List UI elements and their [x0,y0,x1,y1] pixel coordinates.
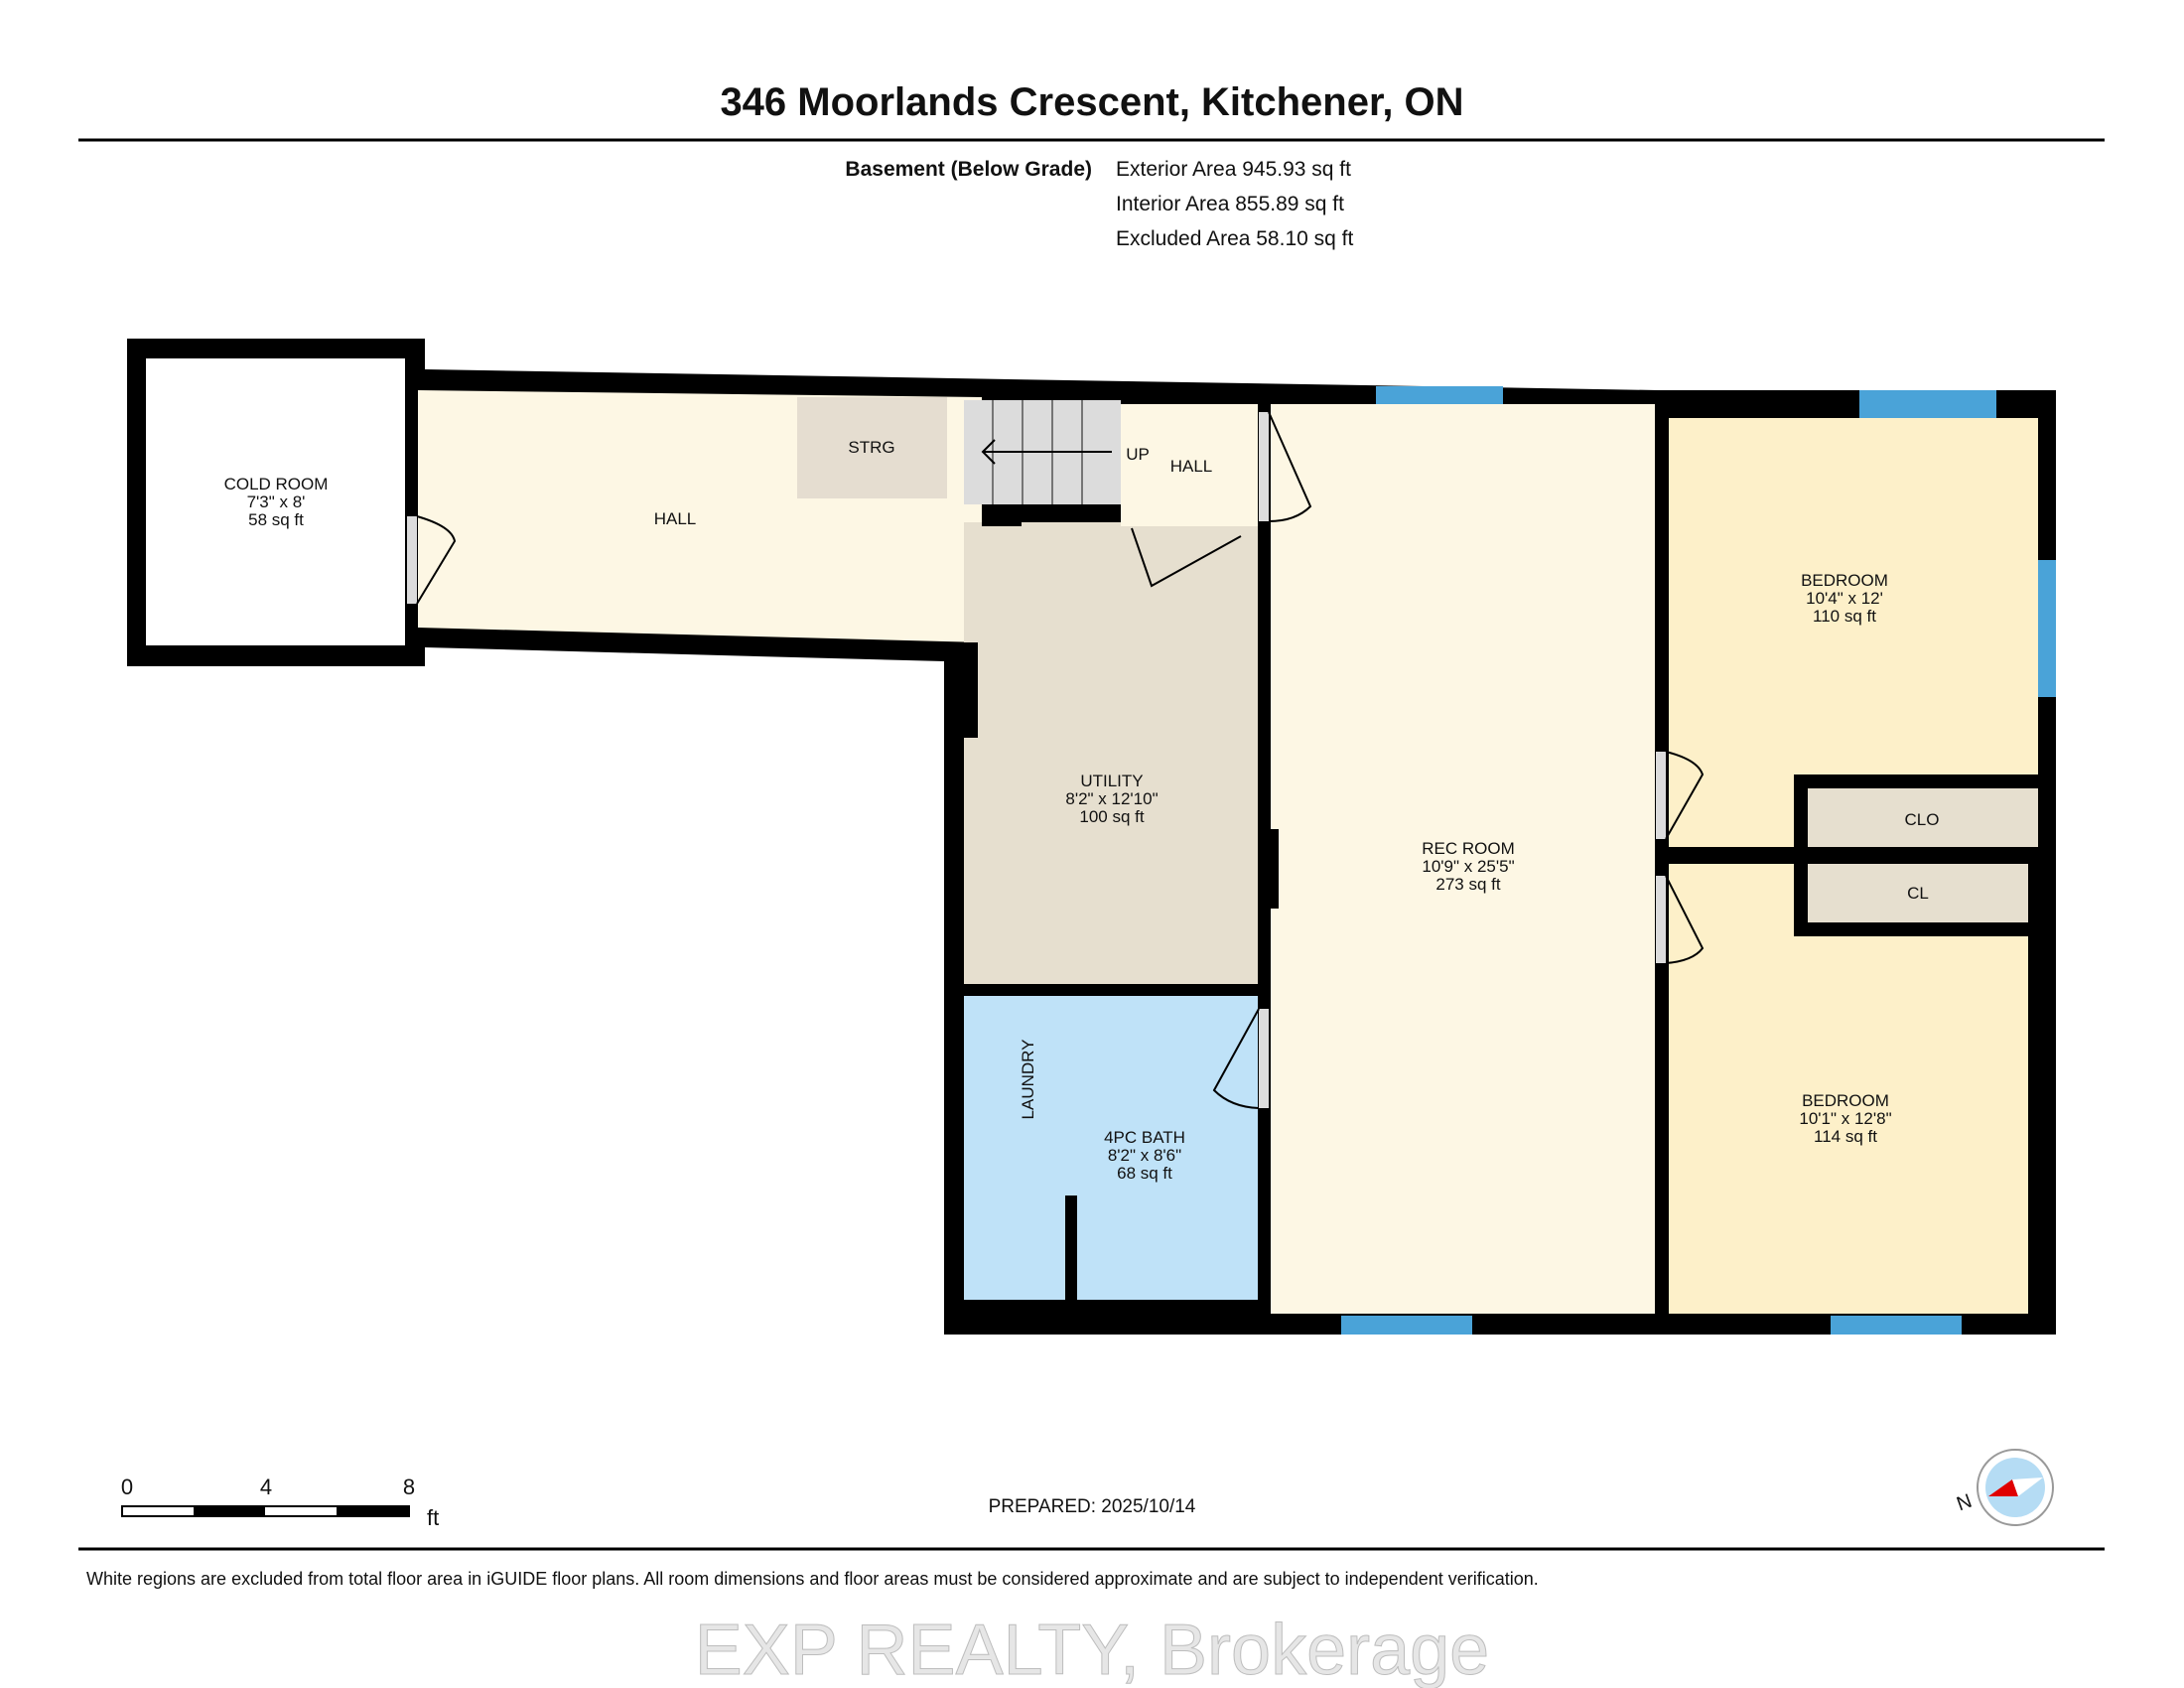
stair-treads [981,400,1112,504]
svg-text:COLD ROOM: COLD ROOM [224,475,329,493]
svg-text:100 sq ft: 100 sq ft [1079,807,1144,826]
bath-label: 4PC BATH 8'2" x 8'6" 68 sq ft [1104,1128,1185,1183]
bedroom-2-label: BEDROOM 10'1" x 12'8" 114 sq ft [1799,1091,1891,1146]
svg-text:UTILITY: UTILITY [1080,772,1143,790]
rec-room [1271,404,1655,1314]
bath-partition [1065,1196,1077,1300]
svg-text:7'3" x 8': 7'3" x 8' [247,492,306,511]
svg-text:114 sq ft: 114 sq ft [1814,1127,1877,1146]
compass-icon: N [1954,1449,2054,1526]
svg-text:10'1" x 12'8": 10'1" x 12'8" [1799,1109,1891,1128]
closet-clo [1808,788,2038,847]
closet-clo-label: CLO [1905,810,1940,829]
storage-label: STRG [848,438,894,457]
scale-tick-8: 8 [403,1475,415,1499]
svg-text:10'4" x 12': 10'4" x 12' [1806,589,1883,608]
bath-room [964,996,1258,1300]
disclaimer: White regions are excluded from total fl… [86,1569,1539,1589]
small-hall-label: HALL [1170,457,1213,476]
utility-label: UTILITY 8'2" x 12'10" 100 sq ft [1065,772,1158,826]
svg-text:273 sq ft: 273 sq ft [1435,875,1500,894]
svg-text:8'2" x 8'6": 8'2" x 8'6" [1108,1146,1181,1165]
cold-room [146,358,405,645]
closet-cl-label: CL [1907,884,1929,903]
svg-text:REC ROOM: REC ROOM [1422,839,1515,858]
wall-stub [1271,829,1279,909]
cold-room-label: COLD ROOM 7'3" x 8' 58 sq ft [224,475,329,529]
scale-tick-4: 4 [260,1475,272,1499]
laundry-label: LAUNDRY [1019,1040,1037,1120]
page-title: 346 Moorlands Crescent, Kitchener, ON [720,80,1463,124]
svg-text:BEDROOM: BEDROOM [1801,571,1888,590]
small-hall [1121,404,1258,526]
closet-cl [1808,864,2028,922]
prepared-date: PREPARED: 2025/10/14 [989,1496,1196,1517]
scale-tick-0: 0 [121,1475,133,1499]
wall-stub [982,516,1022,526]
svg-text:8'2" x 12'10": 8'2" x 12'10" [1065,789,1158,808]
rec-room-label: REC ROOM 10'9" x 25'5" 273 sq ft [1422,839,1515,894]
doors [407,411,1705,1109]
windows [1341,386,2056,1335]
scale-unit: ft [427,1505,439,1530]
svg-text:68 sq ft: 68 sq ft [1117,1164,1172,1183]
bedroom-1-label: BEDROOM 10'4" x 12' 110 sq ft [1801,571,1888,626]
watermark: EXP REALTY, Brokerage [695,1611,1489,1688]
bedroom-2 [1669,864,2028,1314]
scale-bar: 0 4 8 ft [121,1475,439,1530]
floor-plan: COLD ROOM 7'3" x 8' 58 sq ft HALL STRG U… [127,339,2056,1335]
storage-room [797,397,947,498]
svg-text:110 sq ft: 110 sq ft [1813,607,1876,626]
hall-label: HALL [654,509,697,528]
exterior-area: Exterior Area 945.93 sq ft [1116,158,1351,181]
svg-text:BEDROOM: BEDROOM [1802,1091,1889,1110]
svg-text:4PC BATH: 4PC BATH [1104,1128,1185,1147]
svg-text:58 sq ft: 58 sq ft [248,510,304,529]
bedroom-1 [1669,418,2038,847]
interior-area: Interior Area 855.89 sq ft [1116,193,1344,215]
compass-north-label: N [1954,1490,1975,1516]
wall-stub [944,642,978,738]
excluded-area: Excluded Area 58.10 sq ft [1116,227,1353,250]
utility-room [964,522,1258,984]
level-name: Basement (Below Grade) [845,158,1092,181]
svg-text:10'9" x 25'5": 10'9" x 25'5" [1422,857,1514,876]
stairs-up-label: UP [1126,445,1150,464]
